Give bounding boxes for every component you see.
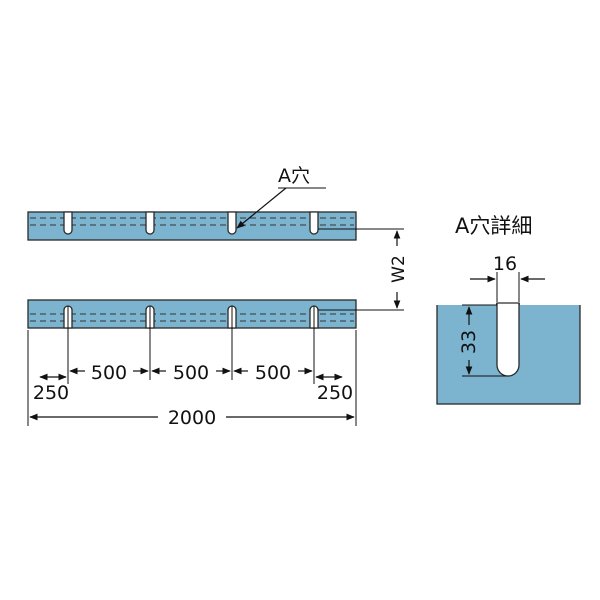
total-length-label: 2000 xyxy=(168,407,216,429)
hole-a-callout: A穴 xyxy=(236,165,326,229)
top-plate xyxy=(27,211,357,241)
hole-a-label: A穴 xyxy=(278,165,310,187)
slot-depth-label: 33 xyxy=(458,330,480,354)
end-left-label: 250 xyxy=(33,382,69,404)
gap-1-label: 500 xyxy=(91,362,127,384)
top-slot-3 xyxy=(227,211,237,235)
w2-dimension: W2 xyxy=(318,228,409,311)
w2-label: W2 xyxy=(389,255,409,283)
spacing-dimensions: 500 500 500 250 250 2000 xyxy=(27,306,357,429)
hole-detail: A穴詳細 16 33 xyxy=(436,214,582,405)
detail-slot xyxy=(496,302,520,377)
slot-width-label: 16 xyxy=(493,253,517,275)
detail-title: A穴詳細 xyxy=(455,214,532,238)
top-slot-1 xyxy=(63,211,73,235)
gap-3-label: 500 xyxy=(255,362,291,384)
end-right-label: 250 xyxy=(317,382,353,404)
top-slot-2 xyxy=(145,211,155,235)
top-slot-4 xyxy=(309,211,319,235)
gap-2-label: 500 xyxy=(173,362,209,384)
bottom-plate xyxy=(27,299,357,329)
